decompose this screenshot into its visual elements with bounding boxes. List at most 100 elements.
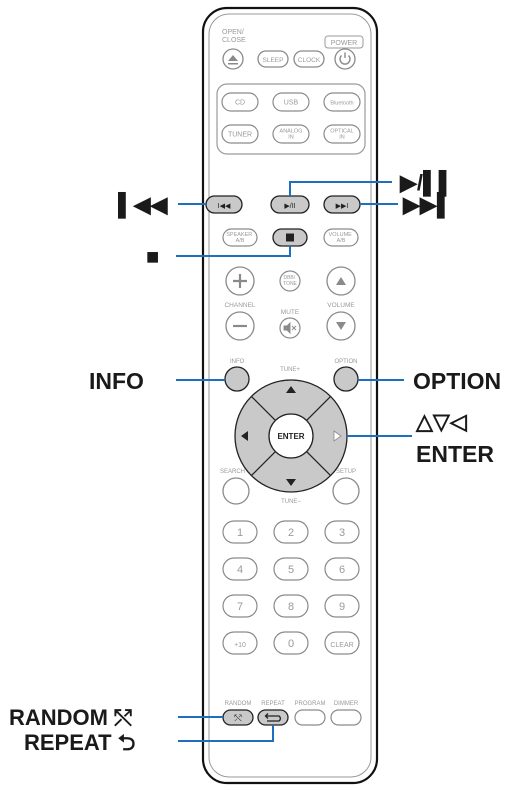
source-button[interactable] xyxy=(272,92,310,112)
number-label: 3 xyxy=(339,527,345,539)
enter-callout: ENTER xyxy=(416,441,494,467)
arrow-down-icon xyxy=(286,479,296,486)
repeat-icon xyxy=(264,713,281,722)
callout-lines xyxy=(176,181,412,742)
number-label: 0 xyxy=(288,638,294,650)
number-button[interactable] xyxy=(324,631,360,655)
info-small-label: INFO xyxy=(230,359,245,365)
power-icon xyxy=(339,55,351,65)
source-label: Bluetooth xyxy=(330,101,353,107)
number-button[interactable] xyxy=(273,557,309,581)
triangle-up-icon xyxy=(336,277,346,285)
dbb-tone-button[interactable] xyxy=(279,270,301,292)
triangle-down-icon xyxy=(336,322,346,330)
source-label: TUNER xyxy=(228,132,252,139)
sleep-button[interactable] xyxy=(257,50,289,68)
search-label: SEARCH xyxy=(220,469,245,475)
setup-button[interactable] xyxy=(332,477,360,505)
search-button[interactable] xyxy=(222,477,250,505)
repeat-callout: REPEAT ⮌ xyxy=(24,730,135,755)
tune-minus-label: TUNE− xyxy=(281,499,301,505)
program-label: PROGRAM xyxy=(294,701,325,707)
info-button[interactable] xyxy=(224,366,250,392)
source-button[interactable] xyxy=(323,92,361,112)
volume-label: VOLUME xyxy=(327,302,355,309)
number-button[interactable] xyxy=(273,631,309,655)
eject-icon xyxy=(228,55,238,65)
number-button[interactable] xyxy=(222,520,258,544)
power-label-box xyxy=(324,35,364,49)
skip-back-icon: I◀◀ xyxy=(218,203,231,210)
number-label: 4 xyxy=(237,564,243,576)
mute-icon xyxy=(283,321,297,335)
source-label: CD xyxy=(235,100,245,107)
skip-back-callout: ▌◀◀ xyxy=(118,191,169,219)
info-callout: INFO xyxy=(89,368,144,394)
shuffle-icon: ⤲ xyxy=(233,714,241,724)
direction-pad: ENTER xyxy=(234,379,348,493)
stop-callout-line xyxy=(176,246,291,257)
source-button[interactable] xyxy=(323,124,361,144)
enter-button[interactable] xyxy=(268,413,314,459)
number-button[interactable] xyxy=(273,520,309,544)
dbb-tone-label: DBB/ TONE xyxy=(283,275,297,287)
number-button[interactable] xyxy=(273,594,309,618)
repeat-callout-line xyxy=(178,725,274,742)
arrow-right-icon xyxy=(333,430,342,442)
stop-icon xyxy=(286,233,294,242)
number-label: 7 xyxy=(237,601,243,613)
mute-label: MUTE xyxy=(281,309,300,316)
number-label: 2 xyxy=(288,527,294,539)
source-button[interactable] xyxy=(221,92,259,112)
number-label: 9 xyxy=(339,601,345,613)
tune-plus-label: TUNE+ xyxy=(280,367,300,373)
skip-forward-icon: ▶▶I xyxy=(336,203,349,210)
plus-icon xyxy=(233,274,247,288)
source-group xyxy=(216,83,366,155)
power-button[interactable] xyxy=(334,48,356,70)
number-button[interactable] xyxy=(324,557,360,581)
number-label: +10 xyxy=(234,642,246,649)
number-button[interactable] xyxy=(222,631,258,655)
number-label: 6 xyxy=(339,564,345,576)
arrows-callout: △▽◁ xyxy=(415,409,468,434)
play-pause-callout: ▶/▌▌ xyxy=(399,169,454,197)
channel-label: CHANNEL xyxy=(224,302,255,309)
option-button[interactable] xyxy=(333,366,359,392)
setup-label: SETUP xyxy=(336,469,356,475)
number-button[interactable] xyxy=(222,557,258,581)
program-button[interactable] xyxy=(294,709,326,726)
number-button[interactable] xyxy=(222,594,258,618)
option-callout: OPTION xyxy=(413,368,501,394)
clock-button[interactable] xyxy=(293,50,325,68)
number-label: 1 xyxy=(237,527,243,539)
source-button[interactable] xyxy=(272,124,310,144)
random-small-label: RANDOM xyxy=(225,701,252,707)
number-button[interactable] xyxy=(324,520,360,544)
number-button[interactable] xyxy=(324,594,360,618)
speaker-ab-button[interactable] xyxy=(222,228,258,247)
sleep-label: SLEEP xyxy=(263,57,284,64)
remote-inner-edge xyxy=(208,13,372,778)
repeat-button[interactable] xyxy=(257,709,289,726)
dimmer-button[interactable] xyxy=(330,709,362,726)
arrow-left-icon xyxy=(241,431,248,441)
dimmer-label: DIMMER xyxy=(334,701,359,707)
number-label: 8 xyxy=(288,601,294,613)
repeat-small-label: REPEAT xyxy=(261,701,285,707)
speaker-ab-label: SPEAKER A/B xyxy=(226,232,254,244)
volume-ab-button[interactable] xyxy=(323,228,359,247)
open-close-label: OPEN/ CLOSE xyxy=(222,29,246,44)
enter-label: ENTER xyxy=(277,432,304,441)
option-small-label: OPTION xyxy=(334,359,357,365)
source-button[interactable] xyxy=(221,124,259,144)
skip-forward-callout: ▶▶▌ xyxy=(402,191,452,219)
clock-label: CLOCK xyxy=(298,57,321,64)
play-pause-callout-line xyxy=(289,181,392,196)
arrow-up-icon xyxy=(286,386,296,393)
volume-ab-label: VOLUME A/B xyxy=(329,232,354,244)
play-pause-icon: ▶/II xyxy=(284,203,295,210)
number-label: 5 xyxy=(288,564,294,576)
